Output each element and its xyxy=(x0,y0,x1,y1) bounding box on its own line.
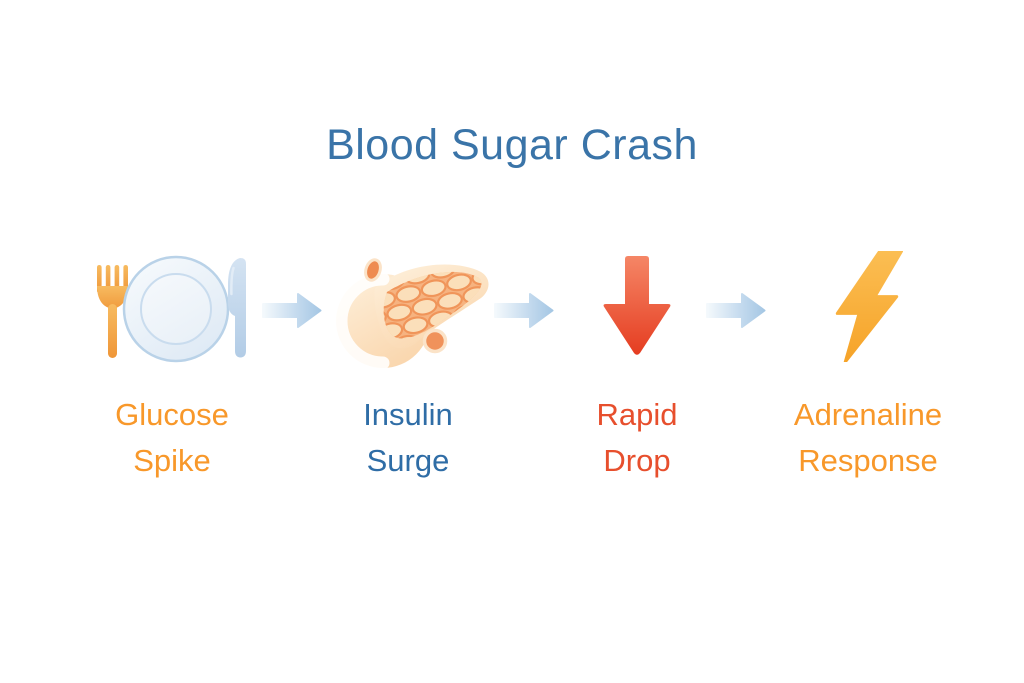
lightning-bolt-icon xyxy=(833,251,903,362)
pancreas-icon xyxy=(333,248,491,374)
flow-arrow-icon xyxy=(262,292,322,329)
label-line: Adrenaline xyxy=(793,397,943,432)
label-line: Spike xyxy=(133,443,211,478)
step-label-rapid-drop: Rapid Drop xyxy=(517,392,757,484)
diagram-title: Blood Sugar Crash xyxy=(326,121,698,169)
step-label-glucose-spike: Glucose Spike xyxy=(52,392,292,484)
label-line: Response xyxy=(798,443,938,478)
step-label-adrenaline-response: Adrenaline Response xyxy=(748,392,988,484)
label-line: Rapid xyxy=(596,397,678,432)
step-label-insulin-surge: Insulin Surge xyxy=(288,392,528,484)
plate-fork-knife-icon xyxy=(90,252,250,370)
flow-arrow-icon xyxy=(706,292,766,329)
down-arrow-icon xyxy=(600,256,674,358)
label-line: Insulin xyxy=(363,397,453,432)
label-line: Drop xyxy=(603,443,671,478)
label-line: Surge xyxy=(366,443,450,478)
flow-arrow-icon xyxy=(494,292,554,329)
label-line: Glucose xyxy=(115,397,229,432)
